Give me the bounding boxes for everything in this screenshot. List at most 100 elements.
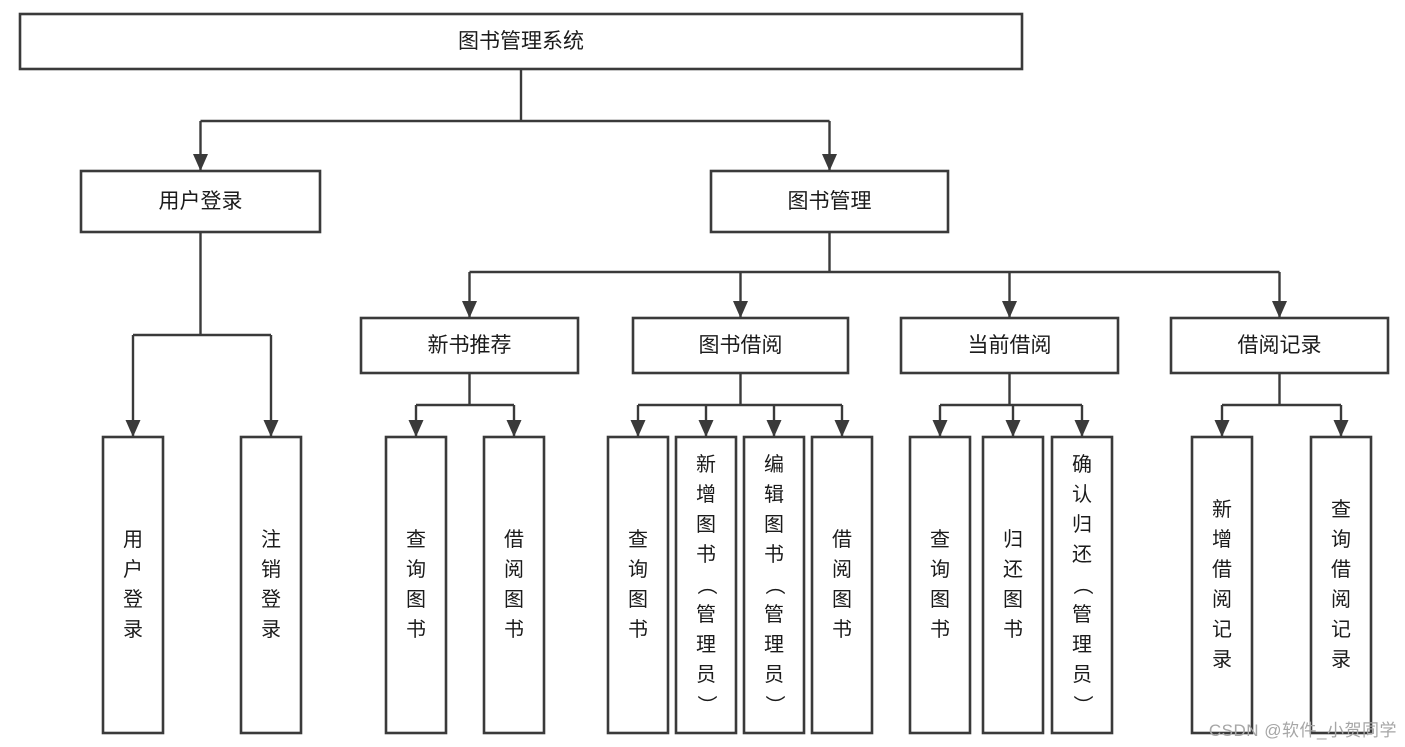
leaf-node-9-char-1: 还 xyxy=(1003,558,1023,581)
level2-node-0-rect xyxy=(79,169,322,234)
leaf-node-6-char-8: ） xyxy=(763,695,786,715)
leaf-node-5-char-6: 理 xyxy=(696,634,716,656)
leaf-node-10-char-4: （ xyxy=(1071,575,1094,595)
leaf-node-2-char-2: 图 xyxy=(406,589,426,611)
leaf-node-6-rect xyxy=(742,435,806,735)
leaf-node-11-char-5: 录 xyxy=(1212,649,1232,671)
leaf-node-11-char-3: 阅 xyxy=(1212,588,1232,611)
leaf-node-11-char-2: 借 xyxy=(1212,558,1232,581)
level2-node-0-label: 用户登录 xyxy=(159,190,243,213)
level3-node-1-label: 图书借阅 xyxy=(699,334,783,357)
leaf-node-6-char-3: 书 xyxy=(764,543,784,566)
leaf-node-0-char-0: 用 xyxy=(123,529,143,551)
mgmt-arrow-2 xyxy=(1002,301,1017,318)
level2-node-1-label: 图书管理 xyxy=(788,190,872,213)
leaf-node-7-char-2: 图 xyxy=(832,589,852,611)
leaf-node-11-char-4: 记 xyxy=(1212,618,1232,641)
level3-node-3[interactable]: 借阅记录 xyxy=(1169,316,1390,375)
leaf-node-8-char-1: 询 xyxy=(930,558,950,581)
leaf-node-3-char-3: 书 xyxy=(504,618,524,641)
leaf-node-7-char-0: 借 xyxy=(832,528,852,551)
leaf-node-4-char-2: 图 xyxy=(628,589,648,611)
leaf-node-3-rect xyxy=(482,435,546,735)
leaf-node-10-char-8: ） xyxy=(1071,695,1094,715)
leaf-node-5-char-8: ） xyxy=(695,695,718,715)
leaf-node-9-char-2: 图 xyxy=(1003,589,1023,611)
leaf-node-10-char-6: 理 xyxy=(1072,634,1092,656)
leaf-node-10-rect xyxy=(1050,435,1114,735)
leaf-node-2-char-1: 询 xyxy=(406,558,426,581)
leaf-node-6-char-2: 图 xyxy=(764,514,784,536)
node-layer: 图书管理系统用户登录图书管理新书推荐图书借阅当前借阅借阅记录用户登录注销登录查询… xyxy=(18,12,1390,735)
leaf-node-10-char-1: 认 xyxy=(1072,483,1092,506)
leaf-node-8-char-2: 图 xyxy=(930,589,950,611)
l3-0-arrow-1 xyxy=(506,420,522,437)
leaf-node-10-char-2: 归 xyxy=(1072,513,1092,536)
leaf-node-10-char-0: 确 xyxy=(1072,453,1092,476)
leaf-node-8-rect xyxy=(908,435,972,735)
l3-1-arrow-2 xyxy=(766,420,782,437)
mgmt-arrow-3 xyxy=(1272,301,1287,318)
leaf-node-9-char-0: 归 xyxy=(1003,528,1023,551)
leaf-node-9-rect xyxy=(981,435,1045,735)
leaf-node-12-char-5: 录 xyxy=(1331,649,1351,671)
leaf-node-6-char-4: （ xyxy=(763,575,786,595)
level3-node-1[interactable]: 图书借阅 xyxy=(631,316,850,375)
leaf-node-5-char-3: 书 xyxy=(696,543,716,566)
level2-node-0[interactable]: 用户登录 xyxy=(79,169,322,234)
leaf-node-9-char-3: 书 xyxy=(1003,618,1023,641)
leaf-node-10-char-7: 员 xyxy=(1072,664,1092,686)
mgmt-arrow-1 xyxy=(733,301,748,318)
leaf-node-10-char-3: 还 xyxy=(1072,543,1092,566)
login-arrow-1 xyxy=(263,420,279,437)
l3-2-arrow-2 xyxy=(1074,420,1090,437)
leaf-node-0[interactable]: 用户登录 xyxy=(101,435,165,735)
leaf-node-5-char-4: （ xyxy=(695,575,718,595)
level3-node-0[interactable]: 新书推荐 xyxy=(359,316,580,375)
root-node[interactable]: 图书管理系统 xyxy=(18,12,1024,71)
root-node-label: 图书管理系统 xyxy=(458,30,584,53)
leaf-node-1-char-2: 登 xyxy=(261,588,281,611)
level3-node-2-rect xyxy=(899,316,1120,375)
level2-node-1[interactable]: 图书管理 xyxy=(709,169,950,234)
leaf-node-12-char-2: 借 xyxy=(1331,558,1351,581)
leaf-node-5-char-5: 管 xyxy=(696,603,716,626)
root-arrow-0 xyxy=(193,154,208,171)
leaf-node-3-char-0: 借 xyxy=(504,528,524,551)
leaf-node-1-rect xyxy=(239,435,303,735)
leaf-node-4-char-1: 询 xyxy=(628,558,648,581)
leaf-node-2-rect xyxy=(384,435,448,735)
l3-0-arrow-0 xyxy=(408,420,424,437)
level3-node-2[interactable]: 当前借阅 xyxy=(899,316,1120,375)
connector-layer xyxy=(125,69,1349,437)
leaf-node-1-char-0: 注 xyxy=(261,528,281,551)
login-arrow-0 xyxy=(125,420,141,437)
level2-node-1-rect xyxy=(709,169,950,234)
leaf-node-3-char-2: 图 xyxy=(504,589,524,611)
root-arrow-1 xyxy=(822,154,837,171)
leaf-node-3-char-1: 阅 xyxy=(504,558,524,581)
l3-1-arrow-3 xyxy=(834,420,850,437)
l3-3-arrow-1 xyxy=(1333,420,1349,437)
leaf-node-2-char-3: 书 xyxy=(406,618,426,641)
l3-2-arrow-0 xyxy=(932,420,948,437)
leaf-node-5-char-7: 员 xyxy=(696,664,716,686)
level3-node-3-rect xyxy=(1169,316,1390,375)
leaf-node-12-char-3: 阅 xyxy=(1331,588,1351,611)
leaf-node-5-char-1: 增 xyxy=(696,483,716,506)
leaf-node-0-char-1: 户 xyxy=(123,558,143,581)
leaf-node-11-char-0: 新 xyxy=(1212,498,1232,521)
